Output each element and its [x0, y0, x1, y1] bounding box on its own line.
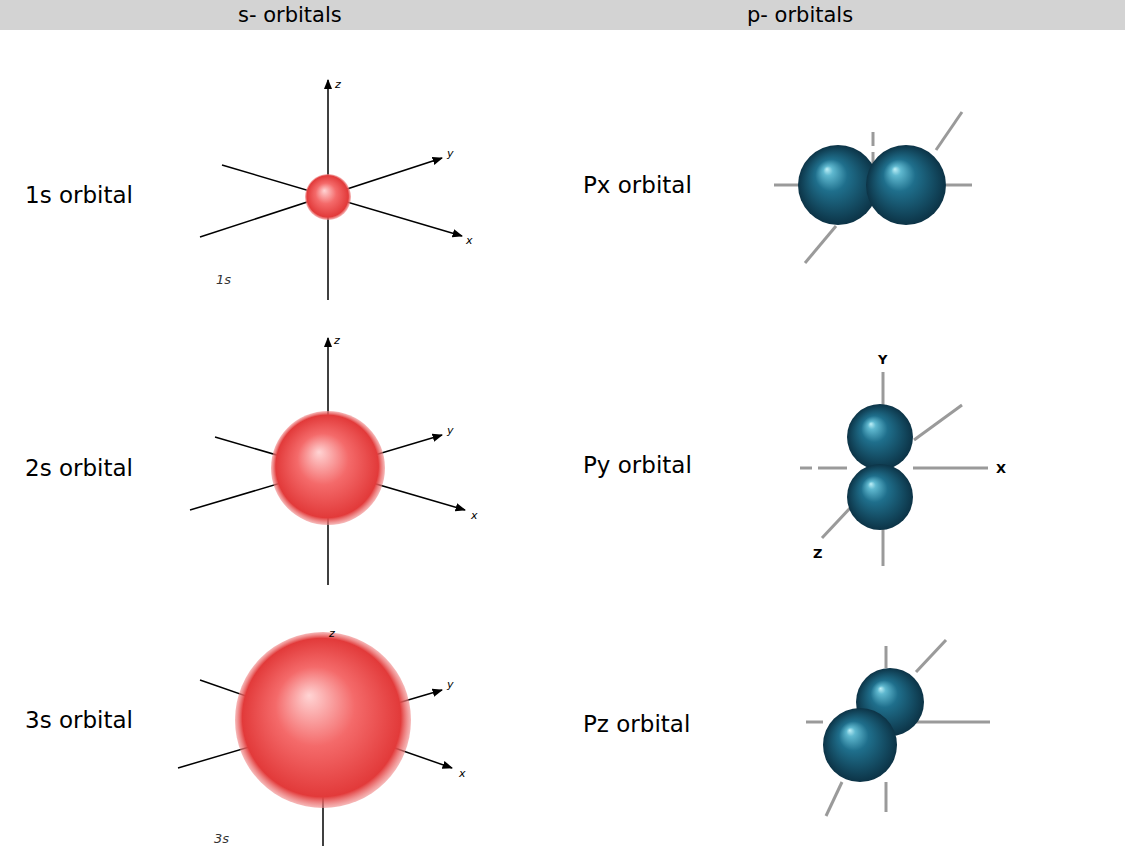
- axis-label: Z: [813, 546, 822, 561]
- axis-label: z: [334, 334, 340, 347]
- axis-label: x: [471, 509, 478, 522]
- axis-label: Y: [878, 352, 887, 367]
- row-label: Pz orbital: [583, 711, 690, 737]
- axis-label: y: [447, 424, 454, 437]
- column-heading: p- orbitals: [747, 3, 853, 27]
- orbital-py: [800, 372, 988, 566]
- axis-label: z: [335, 78, 341, 91]
- orbital-caption: 3s: [214, 831, 229, 846]
- axis-label: z: [329, 627, 335, 640]
- column-heading: s- orbitals: [238, 3, 342, 27]
- header-band: s- orbitals p- orbitals: [0, 0, 1125, 30]
- row-label: Py orbital: [583, 452, 692, 478]
- orbital-pz: [806, 640, 990, 816]
- orbital-px: [774, 112, 972, 263]
- axis-label: x: [459, 767, 466, 780]
- orbital-caption: 1s: [216, 272, 231, 287]
- orbital-3s: [178, 632, 452, 846]
- row-label: 3s orbital: [25, 707, 133, 733]
- axis-label: x: [466, 234, 473, 247]
- row-label: 1s orbital: [25, 182, 133, 208]
- axis-label: y: [447, 678, 454, 691]
- axis-label: y: [447, 147, 454, 160]
- row-label: Px orbital: [583, 172, 692, 198]
- row-label: 2s orbital: [25, 455, 133, 481]
- axis-label: X: [996, 461, 1006, 476]
- orbital-2s: [190, 338, 465, 585]
- orbital-1s: [200, 80, 462, 300]
